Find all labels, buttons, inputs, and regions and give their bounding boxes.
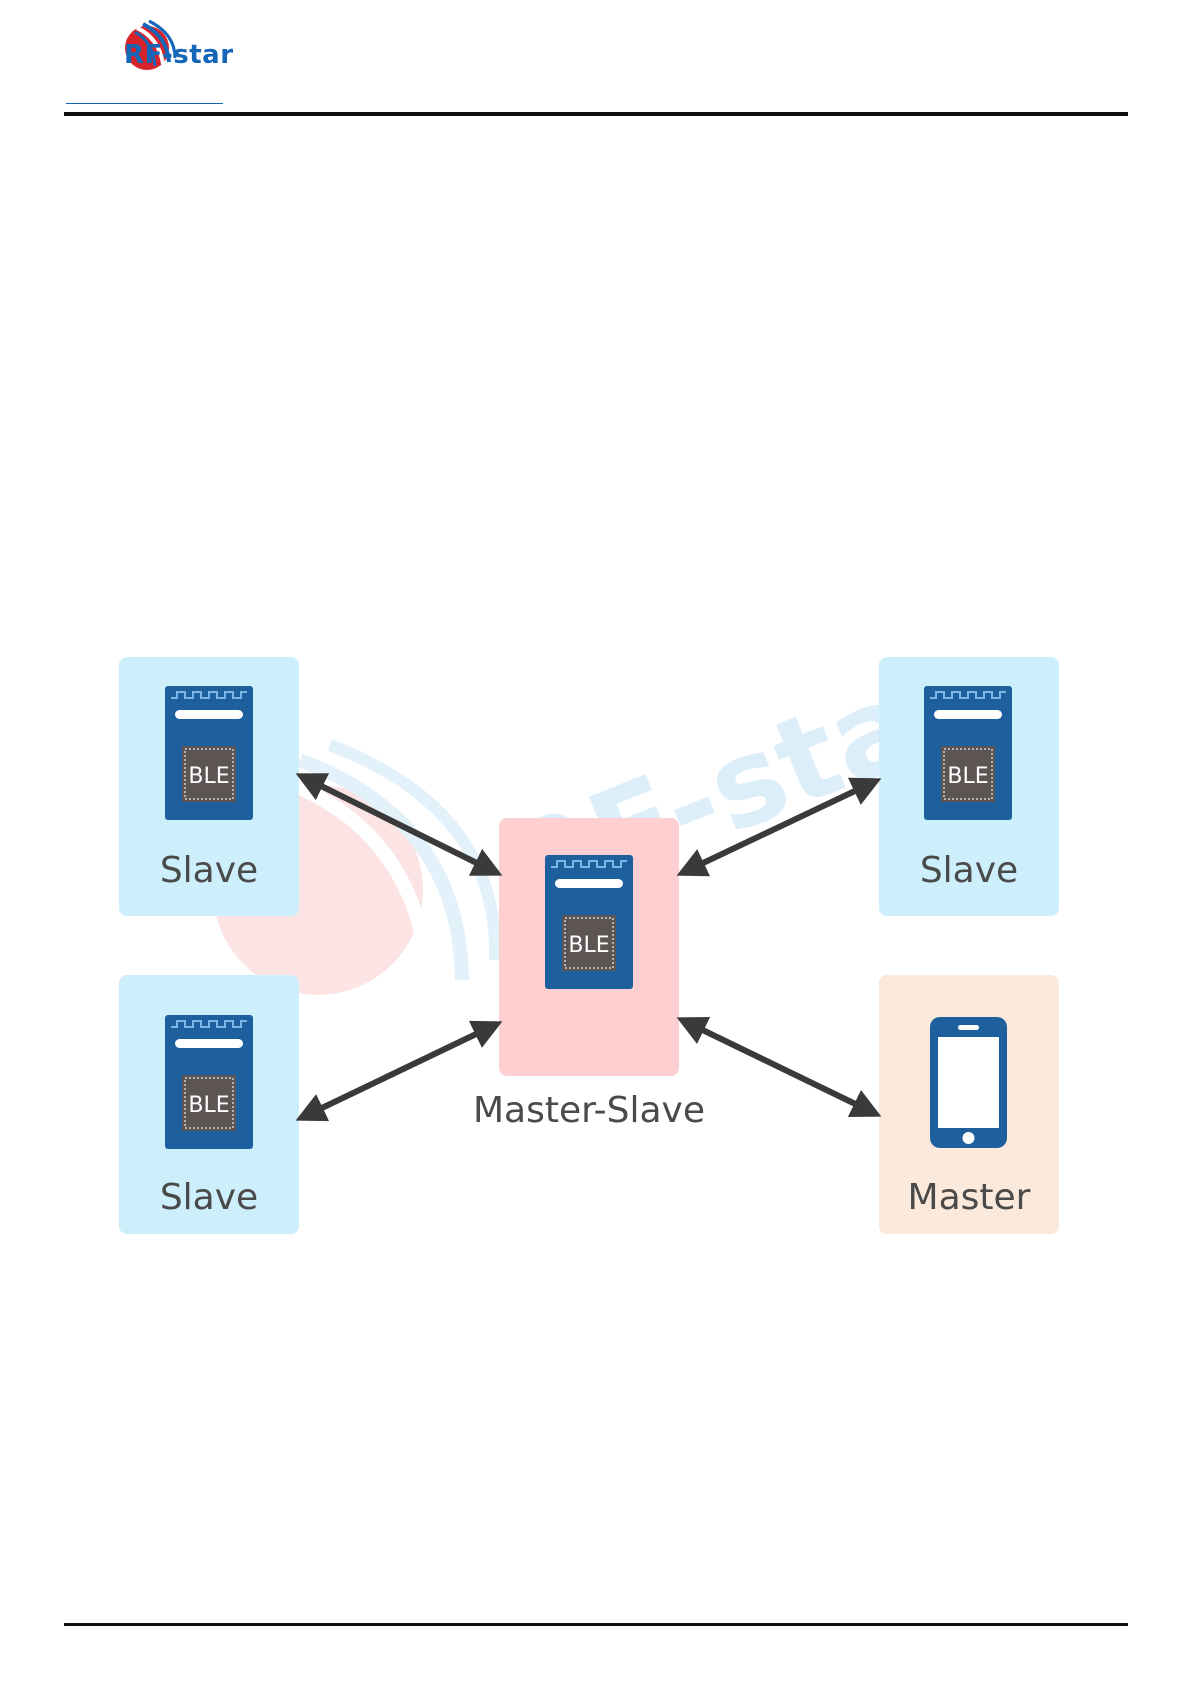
slave-top-left-label: Slave [119,850,299,891]
arrow-bottom-right [682,1020,876,1114]
ble-module-icon: BLE [545,855,633,989]
arrow-bottom-left [301,1024,497,1118]
ble-chip-label: BLE [947,764,988,789]
ble-module-icon: BLE [165,1015,253,1149]
footer-rule [64,1623,1128,1626]
smartphone-icon [930,1017,1007,1148]
master-slave-label: Master-Slave [469,1090,709,1131]
ble-chip-label: BLE [188,1093,229,1118]
ble-module-icon: BLE [924,686,1012,820]
slave-top-right-label: Slave [879,850,1059,891]
master-label: Master [879,1177,1059,1218]
slave-bottom-left-label: Slave [119,1177,299,1218]
arrow-top-left [301,776,497,873]
arrow-top-right [682,781,876,873]
ble-chip-label: BLE [188,764,229,789]
ble-chip-label: BLE [568,933,609,958]
ble-module-icon: BLE [165,686,253,820]
